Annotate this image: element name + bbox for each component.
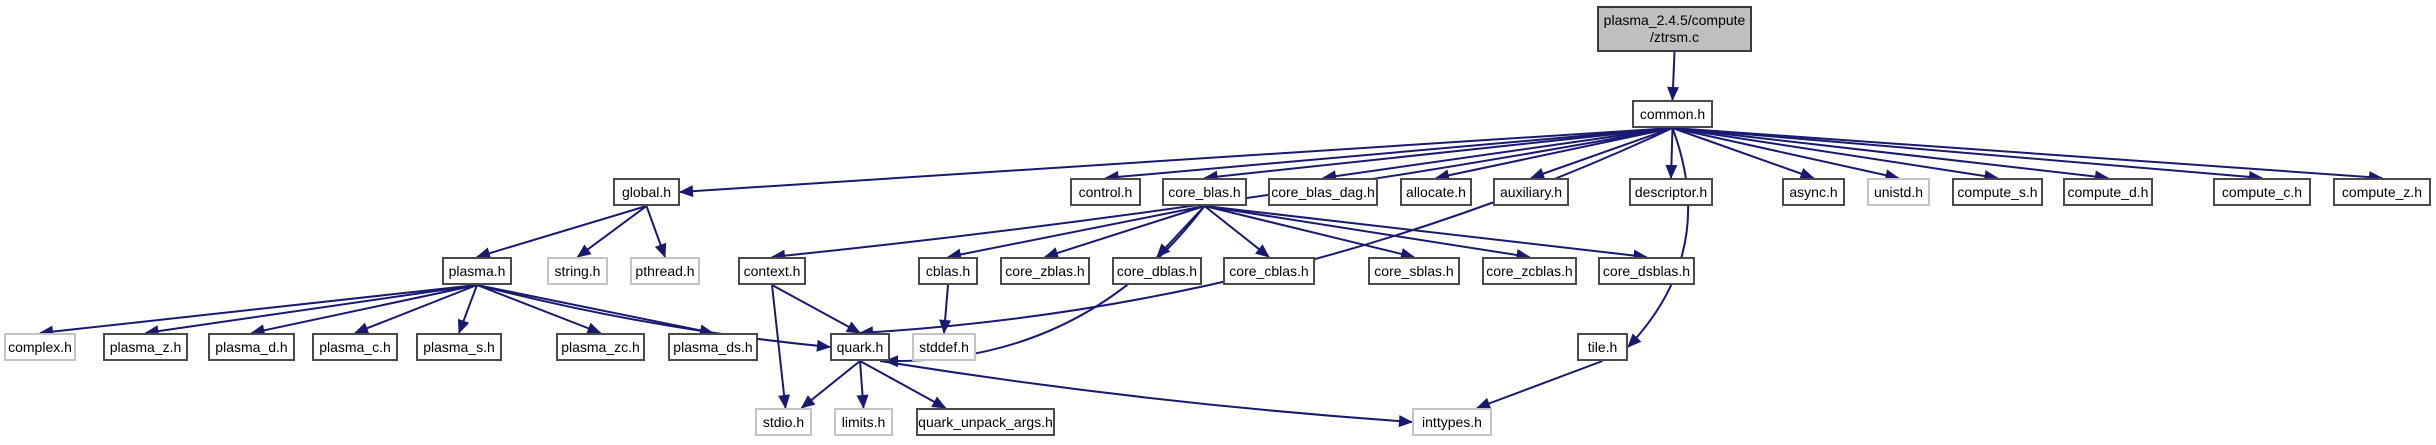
edge-context-to-stdio <box>771 284 791 409</box>
edge-common-to-global <box>679 127 1673 198</box>
edge-plasma-to-plasma_zc <box>476 284 602 334</box>
edge-quark-to-quark_unpack_args <box>859 360 947 409</box>
node-descriptor[interactable]: descriptor.h <box>1629 178 1713 206</box>
edge-common-to-core_blas <box>1203 127 1673 183</box>
node-unistd[interactable]: unistd.h <box>1867 178 1930 206</box>
node-allocate[interactable]: allocate.h <box>1400 178 1472 206</box>
node-core-blas-dag[interactable]: core_blas_dag.h <box>1268 178 1378 206</box>
node-plasma-ds[interactable]: plasma_ds.h <box>668 333 758 361</box>
node-plasma-d[interactable]: plasma_d.h <box>208 333 295 361</box>
edge-common-to-allocate <box>1435 127 1673 182</box>
node-stdio[interactable]: stdio.h <box>755 408 812 436</box>
node-core-blas[interactable]: core_blas.h <box>1162 178 1247 206</box>
node-core-dblas[interactable]: core_dblas.h <box>1112 257 1202 285</box>
edge-quark-to-inttypes <box>879 360 1413 428</box>
edge-core_blas-to-core_sblas <box>1204 205 1415 260</box>
node-compute-d[interactable]: compute_d.h <box>2063 178 2153 206</box>
edge-plasma-to-plasma_z <box>144 284 478 338</box>
node-core-zcblas[interactable]: core_zcblas.h <box>1482 257 1577 285</box>
node-plasma-c[interactable]: plasma_c.h <box>312 333 398 361</box>
node-auxiliary[interactable]: auxiliary.h <box>1493 178 1569 206</box>
edge-ztrsm-to-common <box>1667 51 1680 101</box>
edge-common-to-compute_s <box>1672 127 1999 182</box>
edge-context-to-quark <box>771 284 861 334</box>
edge-common-to-compute_d <box>1672 127 2109 183</box>
edge-core_blas-to-core_dsblas <box>1204 205 1648 262</box>
edge-plasma-to-plasma_ds <box>476 284 714 337</box>
edge-plasma-to-plasma_c <box>354 284 478 334</box>
edge-plasma-to-quark <box>476 284 831 352</box>
edge-core_blas-to-core_zblas <box>1044 205 1205 259</box>
node-complex[interactable]: complex.h <box>4 333 76 361</box>
edge-common-to-async <box>1672 127 1815 180</box>
node-core-sblas[interactable]: core_sblas.h <box>1368 257 1460 285</box>
edge-core_blas-to-cblas <box>947 205 1205 261</box>
node-async[interactable]: async.h <box>1782 178 1845 206</box>
edge-core_blas-to-core_cblas <box>1203 205 1270 258</box>
node-plasma-z[interactable]: plasma_z.h <box>103 333 188 361</box>
node-global[interactable]: global.h <box>613 178 680 206</box>
edge-common-to-core_blas_dag <box>1322 127 1673 183</box>
edge-common-to-unistd <box>1672 127 1900 182</box>
edge-plasma-to-plasma_s <box>457 284 478 334</box>
edge-common-to-auxiliary <box>1530 127 1673 180</box>
node-common[interactable]: common.h <box>1632 100 1713 128</box>
node-tile[interactable]: tile.h <box>1577 333 1628 361</box>
edge-global-to-pthread <box>645 205 667 258</box>
node-control[interactable]: control.h <box>1070 178 1141 206</box>
node-compute-z[interactable]: compute_z.h <box>2333 178 2431 206</box>
edge-plasma-to-complex <box>39 284 478 338</box>
node-pthread[interactable]: pthread.h <box>630 257 700 285</box>
node-quark-unpack-args[interactable]: quark_unpack_args.h <box>916 408 1055 436</box>
node-compute-s[interactable]: compute_s.h <box>1952 178 2043 206</box>
node-cblas[interactable]: cblas.h <box>918 257 978 285</box>
edge-cblas-to-stddef <box>939 284 952 334</box>
node-limits[interactable]: limits.h <box>834 408 893 436</box>
node-core-cblas[interactable]: core_cblas.h <box>1223 257 1315 285</box>
edge-common-to-compute_z <box>1672 127 2383 184</box>
node-core-zblas[interactable]: core_zblas.h <box>1000 257 1090 285</box>
node-quark[interactable]: quark.h <box>830 333 890 361</box>
node-plasma[interactable]: plasma.h <box>442 257 512 285</box>
node-ztrsm[interactable]: plasma_2.4.5/compute /ztrsm.c <box>1597 6 1752 52</box>
node-core-dsblas[interactable]: core_dsblas.h <box>1598 257 1695 285</box>
edge-common-to-control <box>1104 127 1673 183</box>
edge-global-to-plasma <box>476 205 647 259</box>
edge-plasma-to-plasma_d <box>250 284 478 337</box>
edge-quark-to-stdio <box>800 360 861 409</box>
node-plasma-s[interactable]: plasma_s.h <box>416 333 502 361</box>
node-string[interactable]: string.h <box>547 257 608 285</box>
edge-common-to-compute_c <box>1672 127 2263 183</box>
node-compute-c[interactable]: compute_c.h <box>2213 178 2311 206</box>
edge-core_blas-to-core_zcblas <box>1204 205 1531 261</box>
edge-common-to-tile <box>1627 127 1690 348</box>
edge-tile-to-inttypes <box>1476 360 1603 410</box>
node-stddef[interactable]: stddef.h <box>912 333 976 361</box>
node-context[interactable]: context.h <box>738 257 806 285</box>
edge-quark-to-limits <box>856 360 869 409</box>
edge-global-to-string <box>576 205 648 258</box>
edge-common-to-descriptor <box>1665 127 1678 179</box>
node-plasma-zc[interactable]: plasma_zc.h <box>556 333 645 361</box>
node-inttypes[interactable]: inttypes.h <box>1412 408 1492 436</box>
edge-common-to-quark <box>859 127 1673 339</box>
